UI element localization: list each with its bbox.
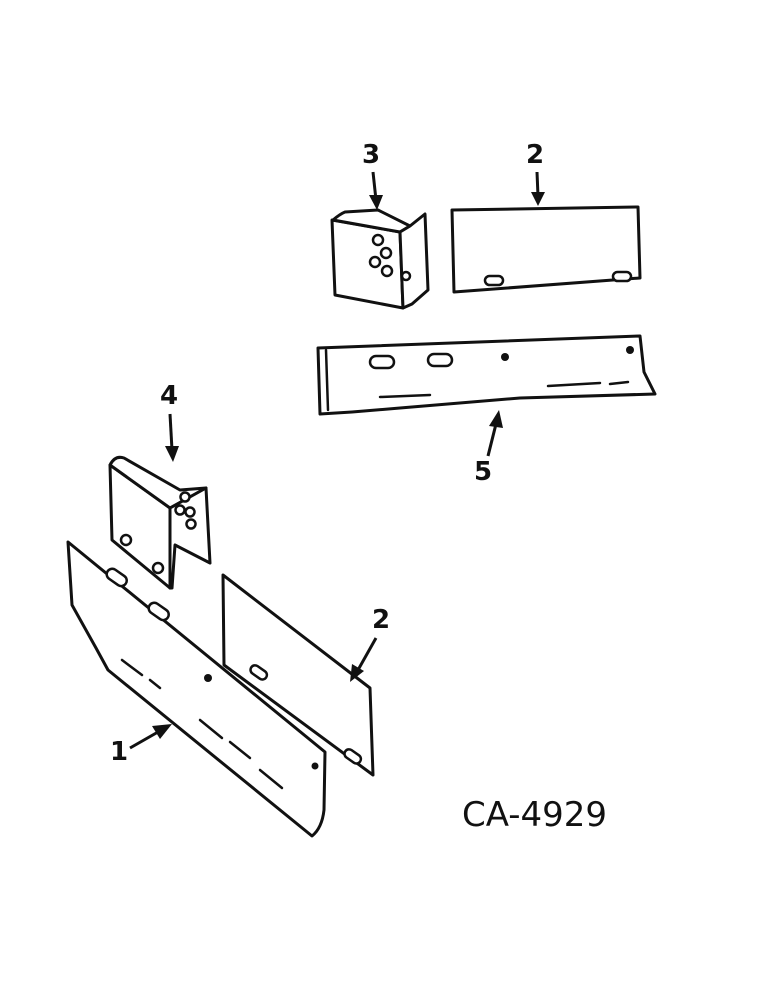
callout-5: 5 (474, 410, 503, 487)
callout-1: 1 (110, 724, 172, 767)
callout-4: 4 (160, 381, 179, 462)
callout-2-upper: 2 (526, 140, 545, 206)
callout-label-4: 4 (160, 381, 178, 411)
part-5-channel (316, 334, 657, 416)
callout-label-3: 3 (362, 140, 380, 170)
callout-2-lower: 2 (350, 605, 390, 682)
part-3-bracket (330, 208, 430, 310)
callout-label-2-upper: 2 (526, 140, 544, 170)
callout-label-2-lower: 2 (372, 605, 390, 635)
callout-label-5: 5 (474, 457, 492, 487)
callout-3: 3 (362, 140, 383, 210)
figure-reference: CA-4929 (462, 795, 607, 835)
part-2-plate-lower (221, 573, 375, 777)
part-4-bracket (108, 455, 212, 590)
callout-label-1: 1 (110, 737, 128, 767)
part-2-plate-upper (450, 205, 642, 294)
part-1-plate (66, 540, 327, 838)
